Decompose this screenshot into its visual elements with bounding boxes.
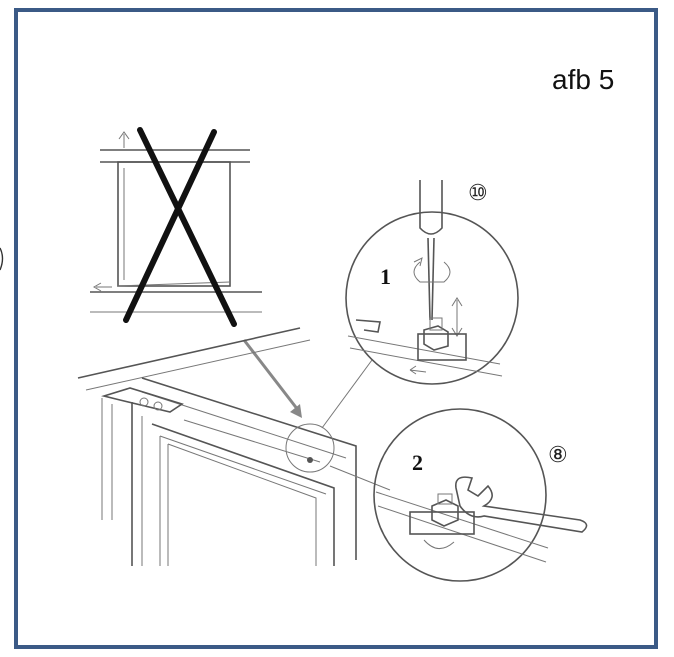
step-1-number: 1 (380, 264, 391, 289)
detail-step-2: 2 ⑧ (373, 408, 588, 582)
figure-label: afb 5 (552, 64, 615, 95)
up-arrow-icon (118, 131, 130, 148)
tool-size-2: ⑧ (548, 442, 568, 467)
wrong-installation-illustration (90, 127, 262, 327)
pointer-arrow (242, 339, 302, 418)
figure-frame (14, 8, 658, 649)
screwdriver-icon (419, 180, 443, 321)
rotate-arrows-icon (413, 257, 451, 283)
cross-mark-icon (123, 127, 237, 327)
detail-step-1: 1 ⑩ (345, 180, 519, 385)
door-illustration (77, 327, 391, 566)
wrench-icon (455, 476, 588, 533)
step-2-number: 2 (412, 450, 423, 475)
left-arrow-icon (92, 282, 112, 292)
tool-size-1: ⑩ (468, 180, 488, 205)
up-down-arrow-icon (451, 297, 463, 337)
edge-mark (0, 247, 4, 271)
